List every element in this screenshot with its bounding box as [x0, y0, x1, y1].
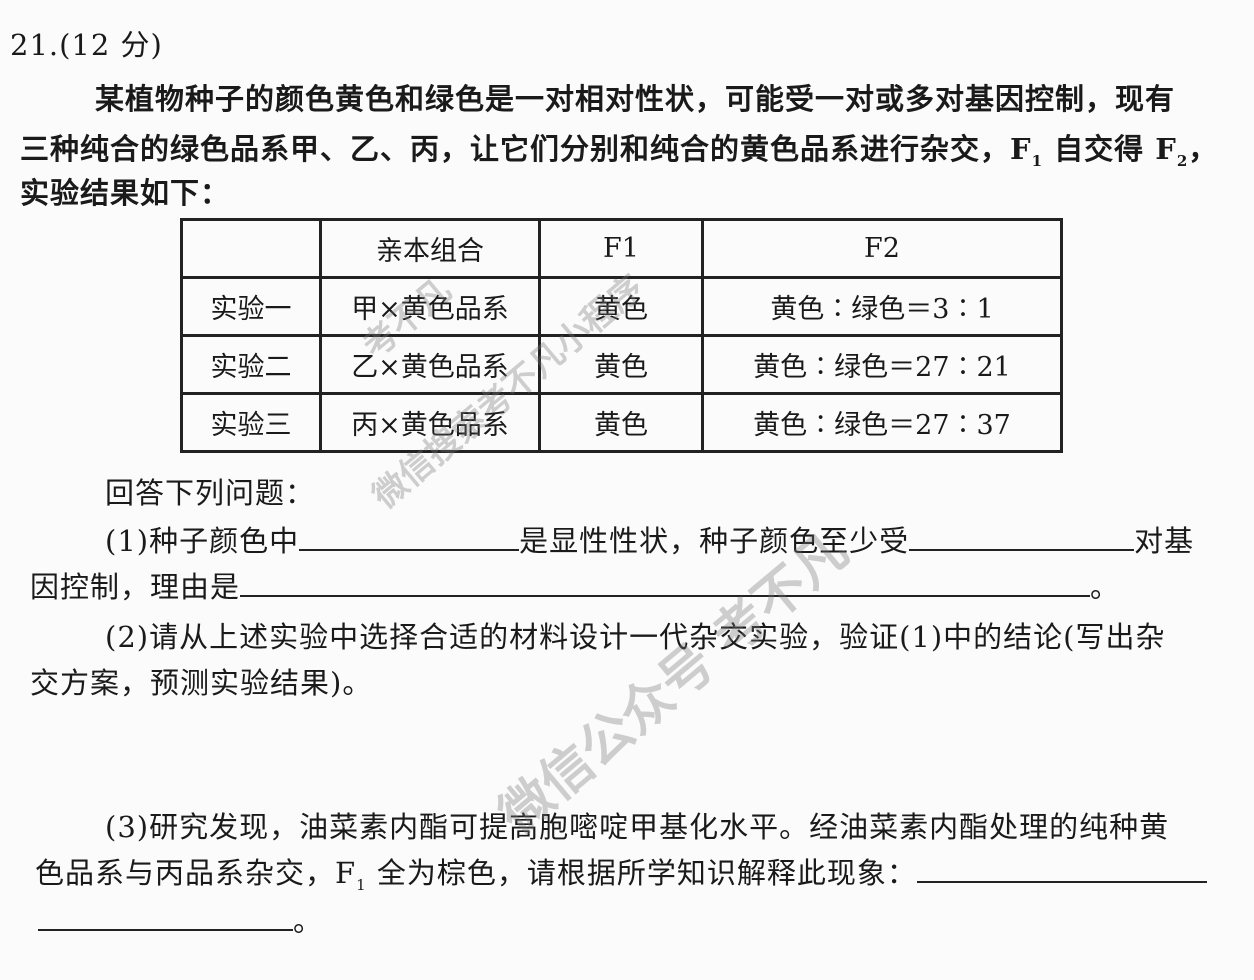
cell: 丙×黄色品系: [319, 392, 541, 453]
text: 。: [1090, 570, 1121, 604]
subscript: 1: [356, 875, 367, 894]
answer-blank[interactable]: [38, 903, 293, 931]
header-cell: 亲本组合: [319, 218, 541, 279]
question-number: 21.(12 分): [10, 28, 163, 62]
cell: 实验一: [180, 276, 322, 337]
watermark: 微信公众号 考不凡: [488, 520, 860, 846]
cell: 黄色∶绿色＝27∶37: [701, 392, 1063, 453]
q2-line-2: 交方案，预测实验结果)。: [30, 666, 373, 700]
text: ，: [1188, 132, 1219, 166]
cell: 黄色∶绿色＝27∶21: [701, 334, 1063, 395]
table-row: 实验一甲×黄色品系黄色黄色∶绿色＝3∶1: [180, 276, 1063, 337]
intro-line-1: 某植物种子的颜色黄色和绿色是一对相对性状，可能受一对或多对基因控制，现有: [95, 82, 1176, 116]
cell: 乙×黄色品系: [319, 334, 541, 395]
header-cell: F1: [538, 218, 704, 279]
text: 自交得 F: [1054, 132, 1177, 166]
text: 全为棕色，请根据所学知识解释此现象：: [376, 856, 917, 890]
table-row: 实验三丙×黄色品系黄色黄色∶绿色＝27∶37: [180, 392, 1063, 453]
text: 是显性性状，种子颜色至少受: [519, 524, 910, 558]
answer-blank[interactable]: [299, 523, 520, 551]
answer-blank[interactable]: [916, 855, 1207, 883]
cell: 实验三: [180, 392, 322, 453]
cell: 黄色∶绿色＝3∶1: [701, 276, 1063, 337]
header-cell: F2: [701, 218, 1063, 279]
q1-line-1: (1)种子颜色中 是显性性状，种子颜色至少受 对基: [105, 518, 1194, 560]
q3-line-3: 。: [38, 898, 323, 940]
table-row: 实验二乙×黄色品系黄色黄色∶绿色＝27∶21: [180, 334, 1063, 395]
cell: 黄色: [538, 392, 704, 453]
cell: 黄色: [538, 276, 704, 337]
q2-line-1: (2)请从上述实验中选择合适的材料设计一代杂交实验，验证(1)中的结论(写出杂: [105, 620, 1166, 654]
intro-line-2: 三种纯合的绿色品系甲、乙、丙，让它们分别和纯合的黄色品系进行杂交，F1 自交得 …: [20, 126, 1218, 170]
header-cell: [180, 218, 322, 279]
cell: 甲×黄色品系: [319, 276, 541, 337]
prompt: 回答下列问题：: [105, 476, 316, 510]
answer-blank[interactable]: [240, 569, 1091, 597]
q1-line-2: 因控制，理由是 。: [30, 564, 1120, 606]
text: 对基: [1134, 524, 1195, 558]
cell: 实验二: [180, 334, 322, 395]
q3-line-2: 色品系与丙品系杂交，F1 全为棕色，请根据所学知识解释此现象：: [35, 850, 1207, 894]
text: 三种纯合的绿色品系甲、乙、丙，让它们分别和纯合的黄色品系进行杂交，F: [20, 132, 1032, 166]
results-table: 亲本组合 F1 F2 实验一甲×黄色品系黄色黄色∶绿色＝3∶1 实验二乙×黄色品…: [180, 218, 1063, 453]
text: 。: [293, 904, 324, 938]
q3-line-1: (3)研究发现，油菜素内酯可提高胞嘧啶甲基化水平。经油菜素内酯处理的纯种黄: [105, 810, 1170, 844]
text: 因控制，理由是: [30, 570, 241, 604]
subscript: 1: [1031, 151, 1044, 170]
text: 色品系与丙品系杂交，F: [35, 856, 357, 890]
cell: 黄色: [538, 334, 704, 395]
intro-line-3: 实验结果如下：: [20, 176, 231, 210]
table-header-row: 亲本组合 F1 F2: [180, 218, 1063, 279]
subscript: 2: [1176, 151, 1189, 170]
text: (1)种子颜色中: [105, 524, 300, 558]
answer-blank[interactable]: [909, 523, 1135, 551]
